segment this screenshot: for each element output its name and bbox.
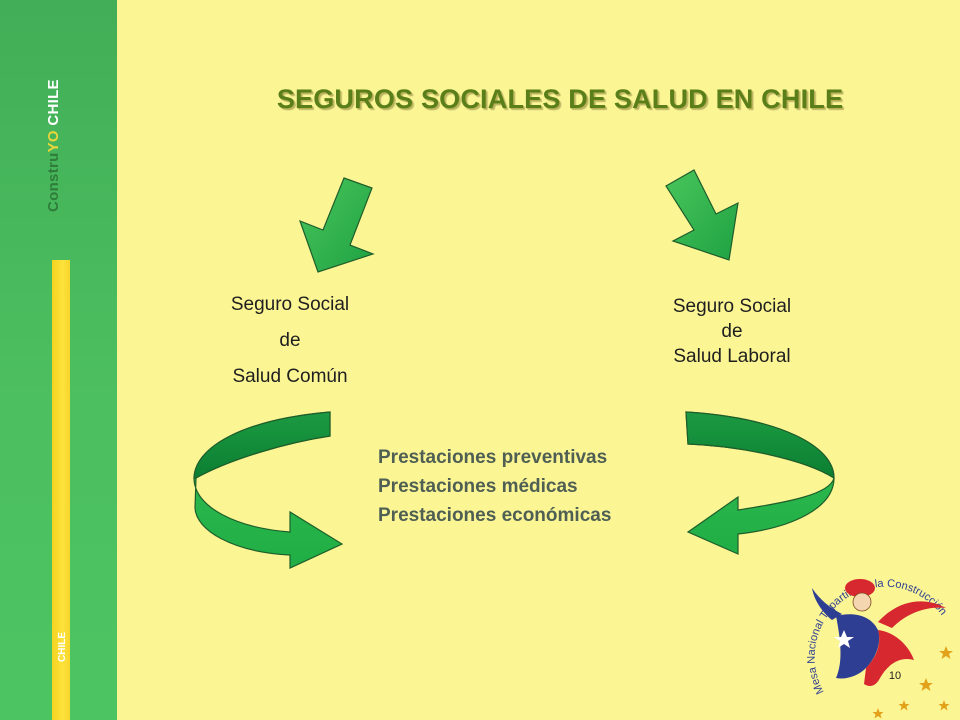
logo-body-blue <box>836 614 880 679</box>
logo-body-red <box>864 630 914 686</box>
benefit-item-preventive: Prestaciones preventivas <box>378 447 608 468</box>
left-label-line-2: de <box>279 330 301 351</box>
logo-star-icon-3 <box>898 700 910 711</box>
logo-star-icon-5 <box>938 700 950 711</box>
arrow-down-right <box>665 169 739 261</box>
logo-star-icon-2 <box>919 678 933 691</box>
logo-star-icon-4 <box>872 708 884 719</box>
logo-star-icon <box>834 630 854 648</box>
logo-hat <box>845 579 875 597</box>
left-label-line-3: Salud Común <box>232 366 348 387</box>
benefit-item-economic: Prestaciones económicas <box>378 505 612 526</box>
right-label-line-2: de <box>721 321 743 342</box>
logo-head <box>852 592 872 612</box>
arrow-down-left <box>298 177 375 273</box>
logo-arm-left <box>812 588 842 620</box>
logo-star-icon-1 <box>939 646 953 659</box>
left-label-line-1: Seguro Social <box>230 294 350 315</box>
mesa-nacional-logo: Mesa Nacional Tripartita de la Construcc… <box>806 578 953 719</box>
right-label-line-1: Seguro Social <box>672 296 792 317</box>
right-insurance-label: Seguro Social de Salud Laboral <box>632 294 832 369</box>
left-insurance-label: Seguro Social de Salud Común <box>190 290 390 398</box>
logo-arm-right <box>878 601 946 628</box>
page-number: 10 <box>888 670 902 682</box>
right-label-line-3: Salud Laboral <box>673 346 791 367</box>
benefit-item-medical: Prestaciones médicas <box>378 476 578 497</box>
curved-arrow-left <box>193 411 344 569</box>
slide-title: SEGUROS SOCIALES DE SALUD EN CHILE <box>276 84 844 114</box>
benefits-list: Prestaciones preventivas Prestaciones mé… <box>378 443 698 530</box>
curved-arrow-right <box>685 411 835 555</box>
sidebar-yellow-strip <box>52 260 70 720</box>
